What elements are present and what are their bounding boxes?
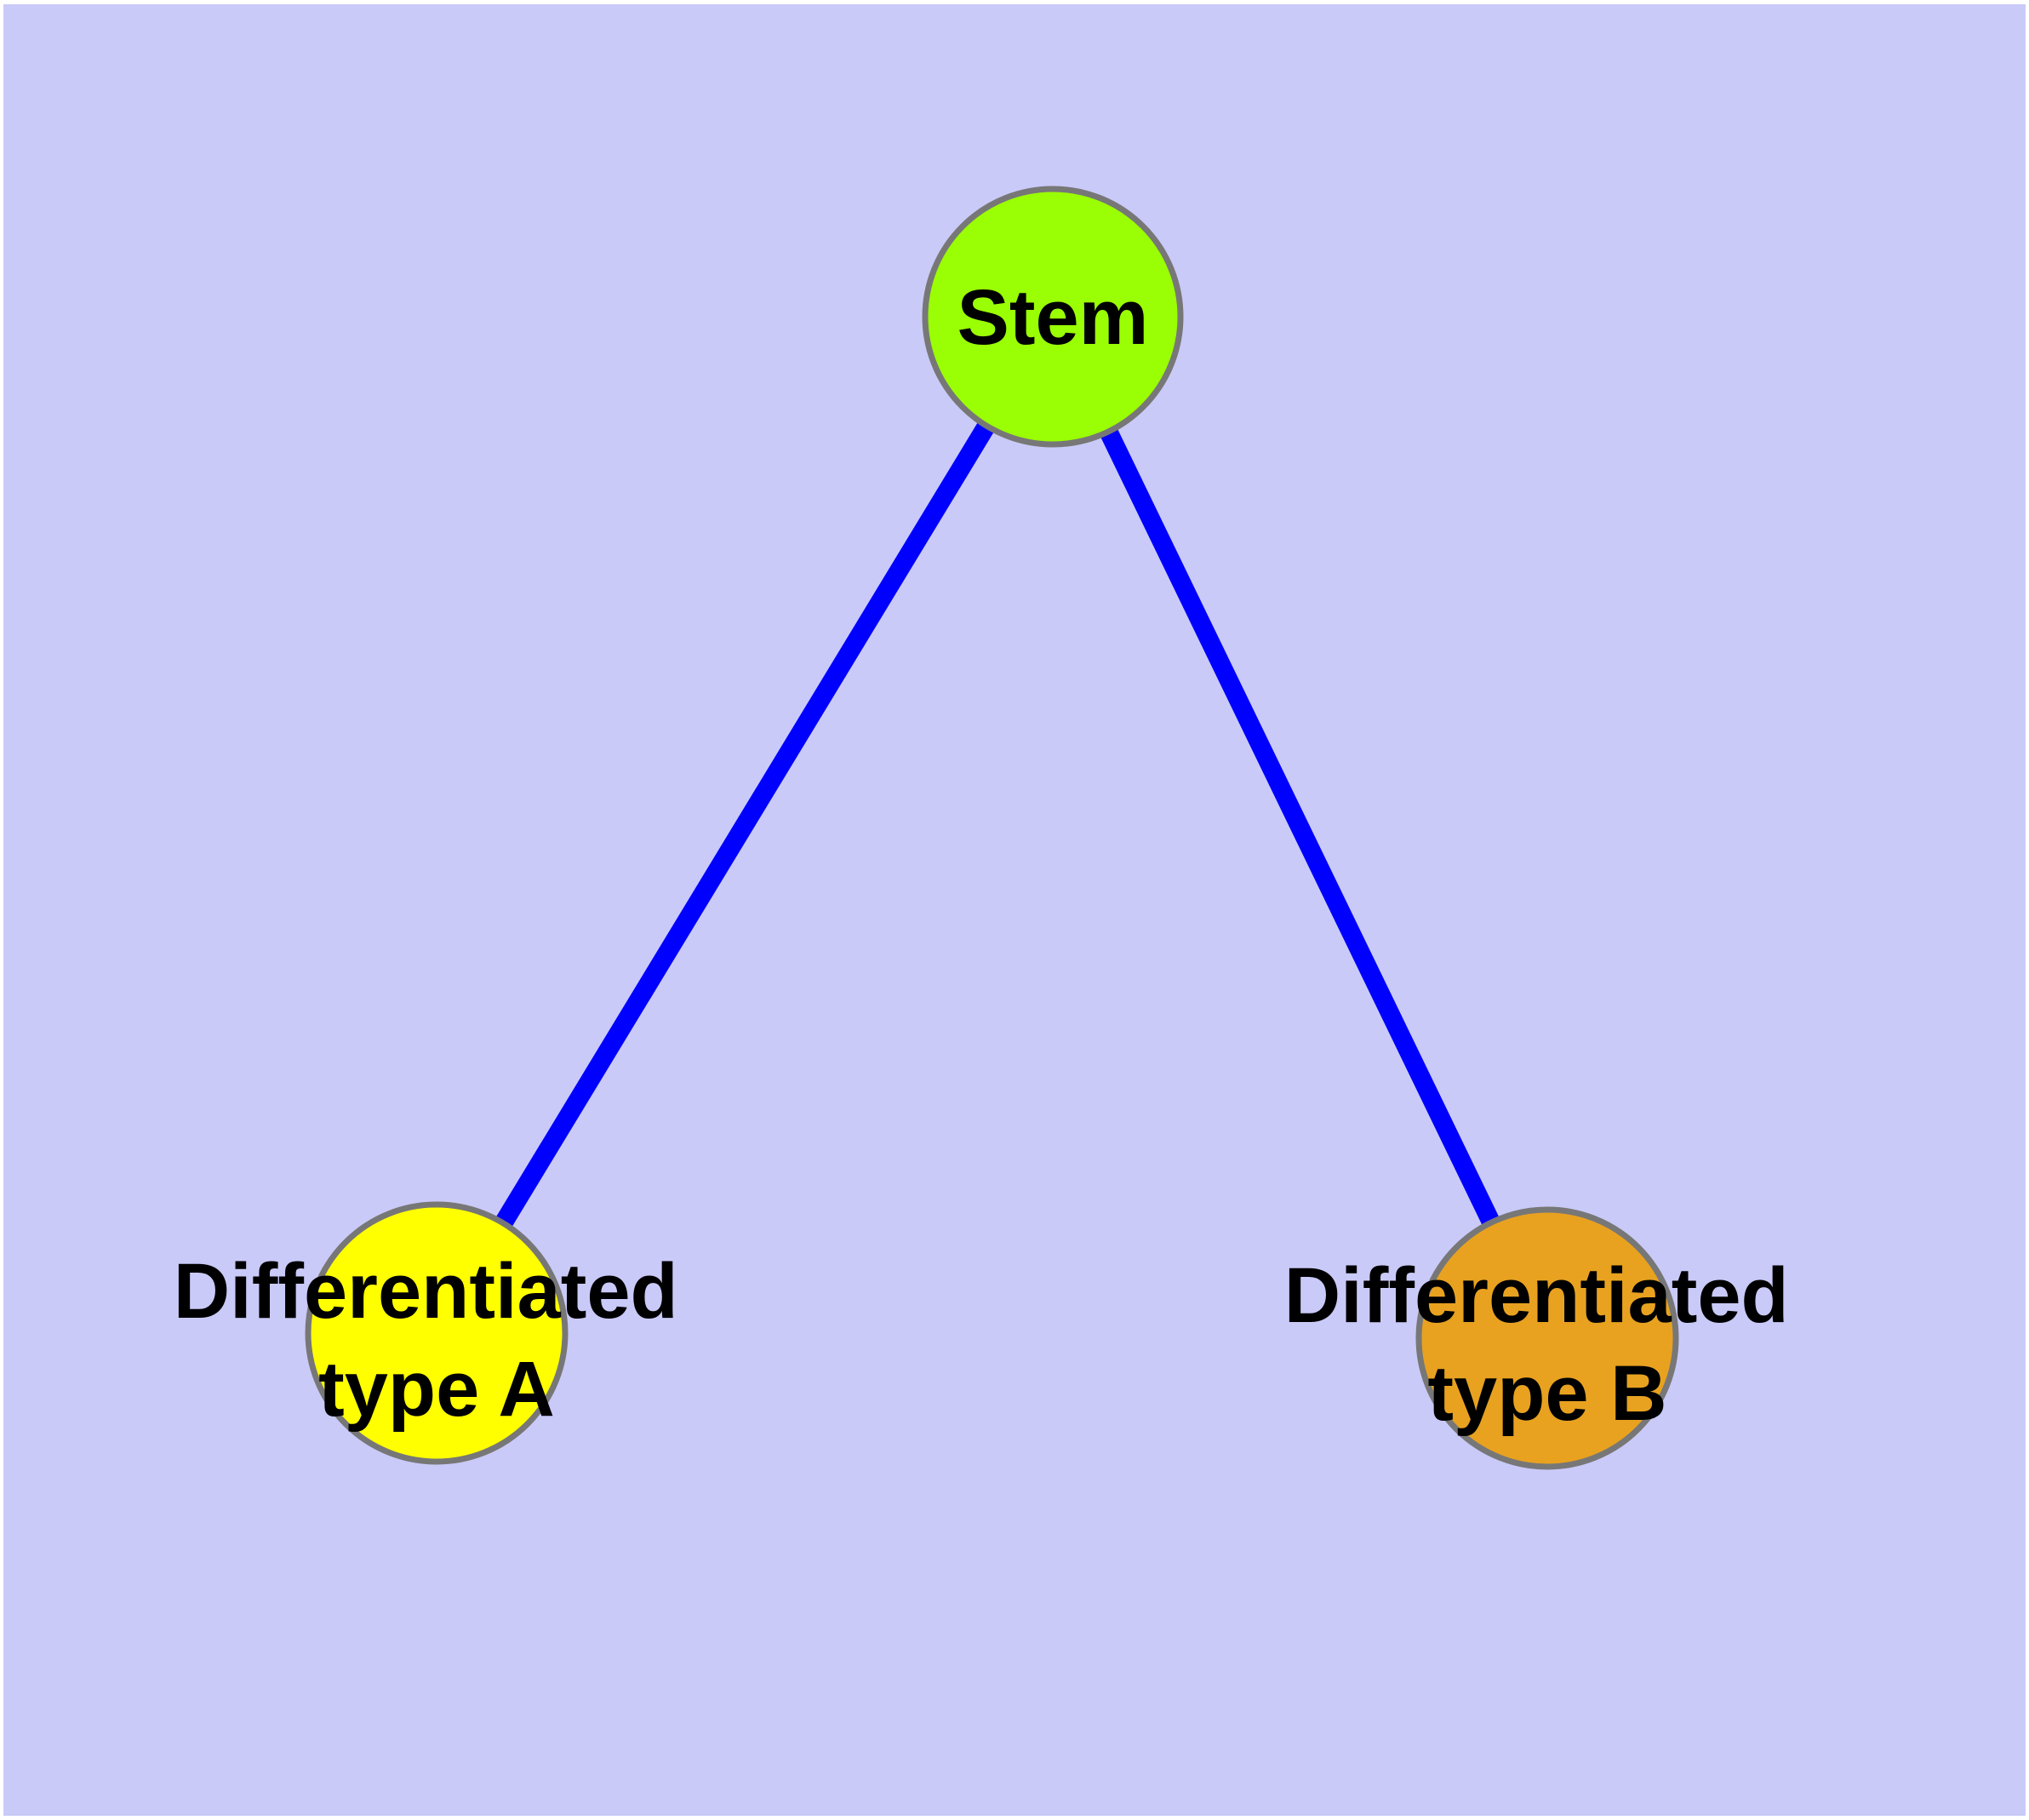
node-type-b-label-line2: type B (1427, 1350, 1666, 1437)
node-type-a-label: Differentiated type A (174, 1248, 700, 1433)
node-type-a-label-line1: Differentiated (174, 1248, 678, 1335)
node-type-b-circle (1415, 1206, 1679, 1470)
node-stem-circle (922, 186, 1184, 448)
node-type-b-label-line1: Differentiated (1284, 1252, 1789, 1339)
node-type-b-label: Differentiated type B (1284, 1252, 1811, 1437)
node-type-a-circle (305, 1201, 569, 1465)
node-type-a-label-line2: type A (318, 1346, 555, 1433)
node-stem-label: Stem (957, 274, 1149, 361)
edge-stem-to-type-a (428, 312, 1061, 1338)
edge-stem-to-type-b (1044, 312, 1556, 1342)
